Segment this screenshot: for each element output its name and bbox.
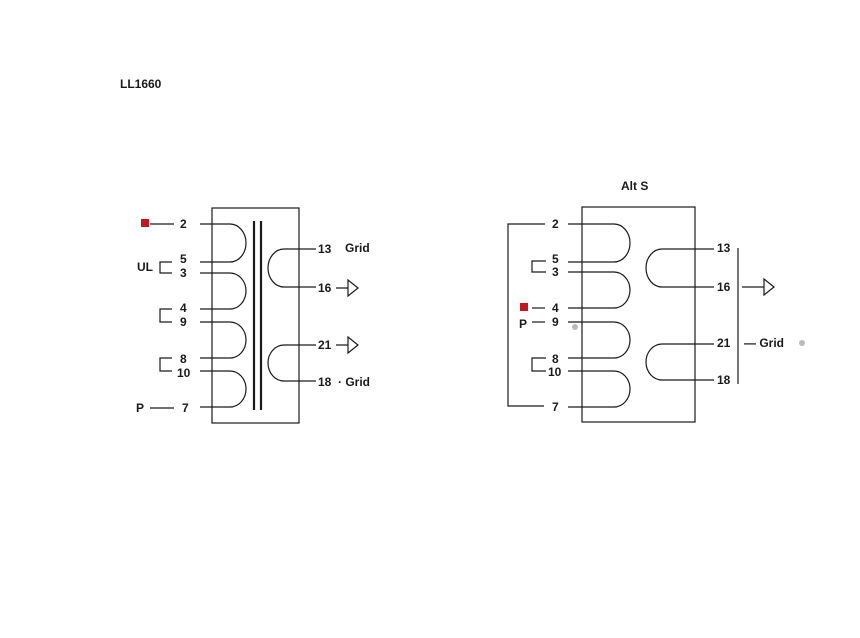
transformer-ll1660: 2 5 3 4 9 8 10 7 UL P 13 16 21 18 Grid ·… — [136, 207, 370, 424]
red-marker — [520, 303, 528, 311]
bracket-8-10 — [531, 357, 546, 372]
bracket-8-10 — [159, 357, 172, 372]
pin-21-label: 21 — [318, 338, 332, 352]
red-marker — [141, 219, 149, 227]
transformer-body — [581, 206, 696, 423]
pin-16-label: 16 — [318, 281, 332, 295]
ul-bracket — [159, 261, 172, 274]
alt-title: Alt S — [621, 179, 648, 193]
pin-3-label: 3 — [180, 266, 187, 280]
connection-dot-right — [799, 340, 805, 346]
pin-18-label: 18 — [717, 373, 731, 387]
pin-10-label: 10 — [177, 366, 191, 380]
pin-13-label: 13 — [318, 242, 332, 256]
secondary-coil-1 — [645, 248, 714, 288]
ground-symbol — [742, 277, 775, 297]
pin-2-label: 2 — [180, 217, 187, 231]
transformer-body — [211, 207, 300, 424]
primary-coil-3 — [200, 321, 247, 359]
pin-8-label: 8 — [552, 352, 559, 366]
ground-symbol-21 — [336, 335, 359, 355]
primary-coil-1 — [200, 223, 247, 263]
grid-bottom-label: · Grid — [338, 375, 370, 389]
primary-coil-4 — [200, 370, 247, 408]
p-label: P — [136, 401, 144, 415]
pin-7-label: 7 — [552, 400, 559, 414]
pin-18-label: 18 — [318, 375, 332, 389]
primary-coil-2 — [200, 272, 247, 310]
grid-label: — Grid — [744, 336, 784, 350]
ground-symbol-16 — [336, 278, 359, 298]
primary-coil-1 — [568, 223, 631, 263]
pin-3-label: 3 — [552, 265, 559, 279]
pin-4-label: 4 — [180, 301, 187, 315]
connection-dot-left — [572, 324, 578, 330]
diagram-title: LL1660 — [120, 77, 162, 91]
primary-coil-2 — [568, 271, 631, 309]
pin-4-label: 4 — [552, 301, 559, 315]
secondary-coil-1 — [267, 248, 316, 288]
primary-coil-3 — [568, 321, 631, 359]
pin-13-label: 13 — [717, 241, 731, 255]
pin-2-label: 2 — [552, 217, 559, 231]
pin-7-label: 7 — [182, 401, 189, 415]
bracket-2-7 — [507, 223, 545, 407]
pin-5-label: 5 — [180, 252, 187, 266]
bracket-4-9 — [159, 308, 172, 323]
pin-10-label: 10 — [548, 365, 562, 379]
ul-label: UL — [137, 260, 153, 274]
grid-top-label: Grid — [345, 241, 370, 255]
pin-9-label: 9 — [180, 315, 187, 329]
pin-21-label: 21 — [717, 336, 731, 350]
pin-5-label: 5 — [552, 252, 559, 266]
secondary-coil-2 — [267, 344, 316, 382]
primary-coil-4 — [568, 370, 631, 408]
p-label: P — [519, 317, 527, 331]
pin-9-label: 9 — [552, 315, 559, 329]
pin-8-label: 8 — [180, 352, 187, 366]
pin-16-label: 16 — [717, 280, 731, 294]
transformer-alt-s: Alt S 2 5 3 4 9 8 10 7 P 13 16 2 — [507, 179, 805, 423]
bracket-5-3 — [531, 260, 546, 273]
secondary-coil-2 — [645, 343, 714, 381]
